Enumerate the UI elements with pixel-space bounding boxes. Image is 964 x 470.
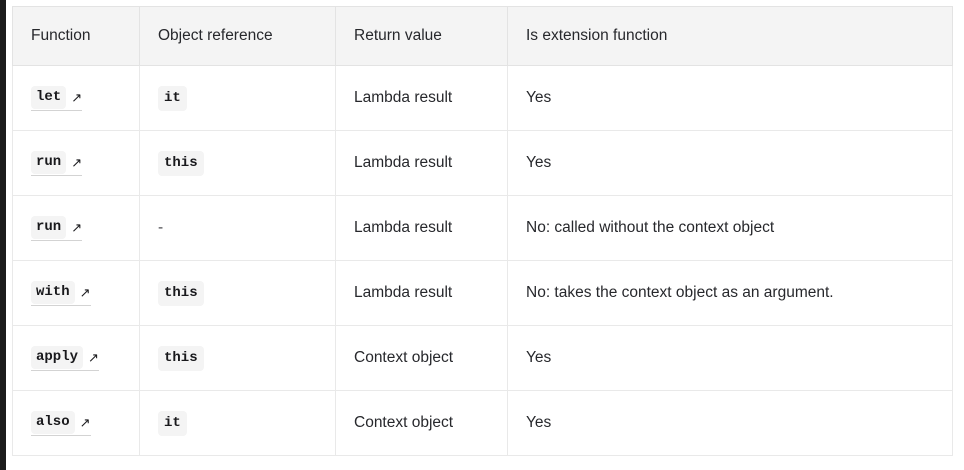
cell-is-extension-function: Yes bbox=[507, 390, 953, 457]
north-east-arrow-icon: ↗ bbox=[71, 219, 83, 235]
column-header-is-extension-function: Is extension function bbox=[507, 5, 953, 67]
north-east-arrow-icon: ↗ bbox=[71, 89, 83, 105]
kotlin-scope-functions-table: Function Object reference Return value I… bbox=[12, 5, 953, 457]
cell-function: let↗ bbox=[12, 65, 140, 132]
return-value-text: Lambda result bbox=[354, 218, 453, 236]
cell-return-value: Lambda result bbox=[335, 195, 508, 262]
column-header-object-reference: Object reference bbox=[139, 5, 336, 67]
return-value-text: Context object bbox=[354, 413, 454, 431]
table-header: Function Object reference Return value I… bbox=[12, 5, 953, 67]
is-extension-text: Yes bbox=[526, 88, 552, 106]
cell-object-reference: it bbox=[139, 390, 336, 457]
table-row: also↗ it Context object Yes bbox=[12, 390, 953, 457]
cell-object-reference: it bbox=[139, 65, 336, 132]
function-link[interactable]: let↗ bbox=[31, 85, 83, 111]
object-reference-code: this bbox=[158, 150, 204, 176]
cell-return-value: Context object bbox=[335, 390, 508, 457]
table-row: apply↗ this Context object Yes bbox=[12, 325, 953, 392]
function-name-code: apply bbox=[31, 345, 84, 369]
cell-is-extension-function: Yes bbox=[507, 65, 953, 132]
north-east-arrow-icon: ↗ bbox=[88, 349, 99, 365]
north-east-arrow-icon: ↗ bbox=[79, 414, 91, 430]
is-extension-text: No: takes the context object as an argum… bbox=[526, 283, 834, 301]
cell-return-value: Lambda result bbox=[335, 260, 508, 327]
table-row: let↗ it Lambda result Yes bbox=[12, 65, 953, 132]
cell-function: apply↗ bbox=[12, 325, 140, 392]
cell-function: with↗ bbox=[12, 260, 140, 327]
is-extension-text: Yes bbox=[526, 348, 552, 366]
cell-return-value: Lambda result bbox=[335, 65, 508, 132]
is-extension-text: No: called without the context object bbox=[526, 218, 775, 236]
table-row: run↗ - Lambda result No: called without the… bbox=[12, 195, 953, 262]
cell-function: run↗ bbox=[12, 195, 140, 262]
table-row: with↗ this Lambda result No: takes the cont… bbox=[12, 260, 953, 327]
cell-object-reference: this bbox=[139, 260, 336, 327]
object-reference-code: this bbox=[158, 280, 204, 306]
column-header-function: Function bbox=[12, 5, 140, 67]
return-value-text: Lambda result bbox=[354, 88, 453, 106]
function-link[interactable]: run↗ bbox=[31, 150, 83, 176]
return-value-text: Context object bbox=[354, 348, 454, 366]
column-header-return-value: Return value bbox=[335, 5, 508, 67]
object-reference-code: it bbox=[158, 85, 187, 111]
cell-is-extension-function: No: called without the context object bbox=[507, 195, 953, 262]
left-edge-rail bbox=[0, 0, 6, 470]
cell-is-extension-function: Yes bbox=[507, 130, 953, 197]
table-header-row: Function Object reference Return value I… bbox=[12, 5, 953, 67]
cell-is-extension-function: No: takes the context object as an argum… bbox=[507, 260, 953, 327]
function-link[interactable]: with↗ bbox=[31, 280, 91, 306]
is-extension-text: Yes bbox=[526, 413, 552, 431]
function-link[interactable]: apply↗ bbox=[31, 345, 99, 371]
function-name-code: run bbox=[31, 150, 67, 174]
object-reference-code: it bbox=[158, 410, 187, 436]
cell-object-reference: - bbox=[139, 195, 336, 262]
table-row: run↗ this Lambda result Yes bbox=[12, 130, 953, 197]
function-name-code: with bbox=[31, 280, 75, 304]
cell-is-extension-function: Yes bbox=[507, 325, 953, 392]
cell-function: also↗ bbox=[12, 390, 140, 457]
function-link[interactable]: run↗ bbox=[31, 215, 83, 241]
cell-function: run↗ bbox=[12, 130, 140, 197]
cell-object-reference: this bbox=[139, 325, 336, 392]
cell-return-value: Context object bbox=[335, 325, 508, 392]
is-extension-text: Yes bbox=[526, 153, 552, 171]
function-name-code: let bbox=[31, 85, 67, 109]
cell-object-reference: this bbox=[139, 130, 336, 197]
return-value-text: Lambda result bbox=[354, 283, 453, 301]
return-value-text: Lambda result bbox=[354, 153, 453, 171]
object-reference-none: - bbox=[158, 218, 164, 236]
function-link[interactable]: also↗ bbox=[31, 410, 91, 436]
north-east-arrow-icon: ↗ bbox=[71, 154, 83, 170]
cell-return-value: Lambda result bbox=[335, 130, 508, 197]
function-name-code: run bbox=[31, 215, 67, 239]
function-name-code: also bbox=[31, 410, 75, 434]
object-reference-code: this bbox=[158, 345, 204, 371]
north-east-arrow-icon: ↗ bbox=[79, 284, 91, 300]
table-container: Function Object reference Return value I… bbox=[12, 5, 953, 457]
